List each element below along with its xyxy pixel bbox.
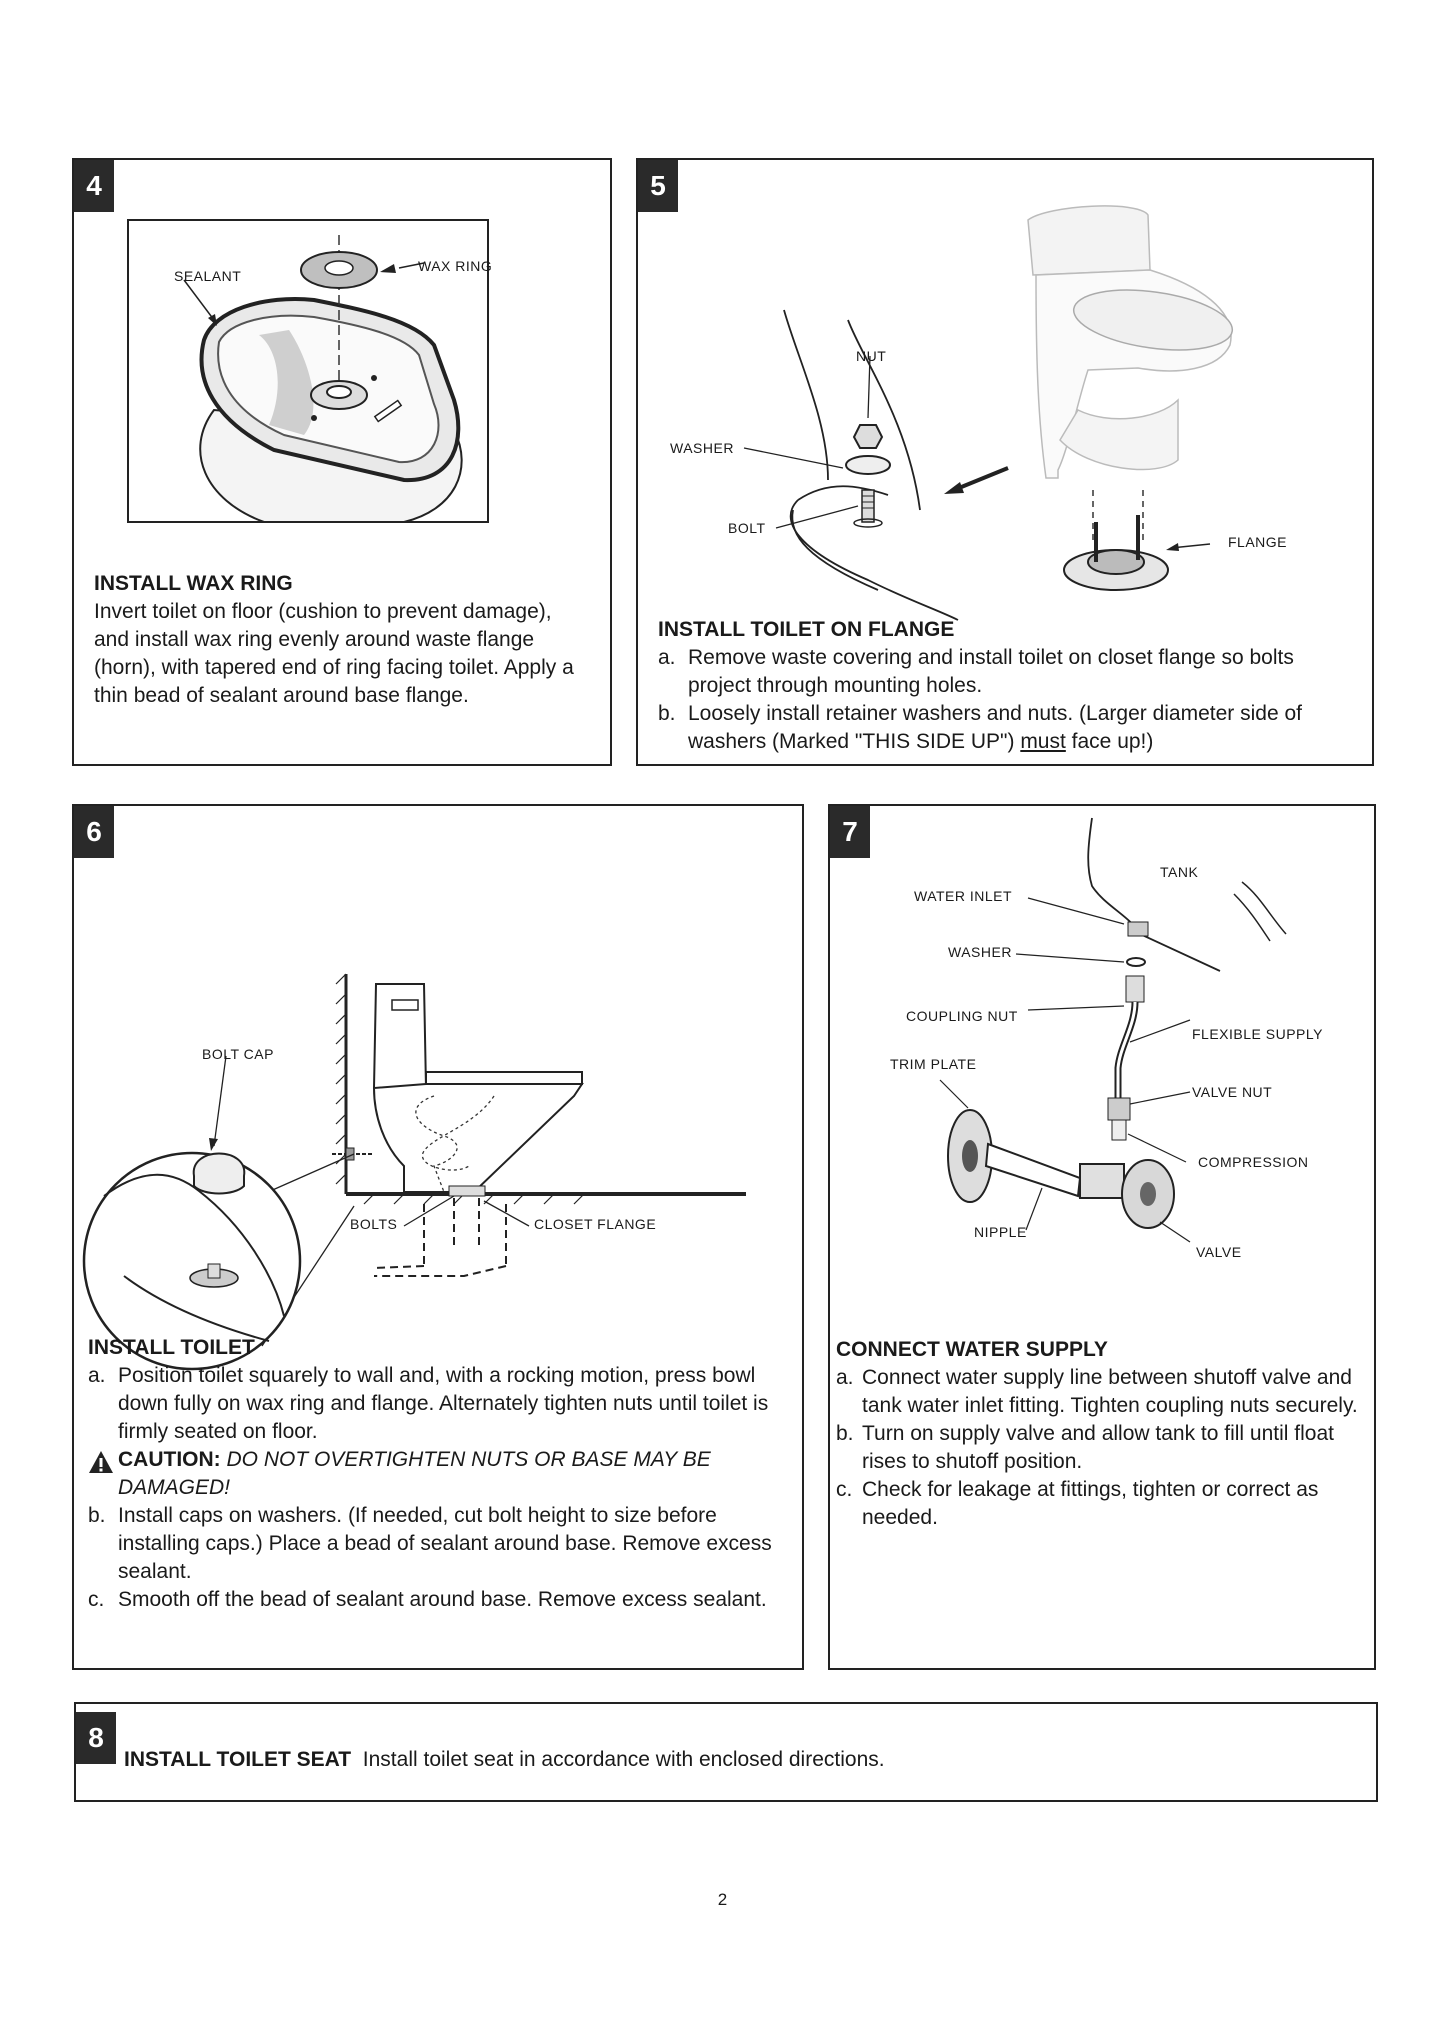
label-water-inlet: WATER INLET <box>914 888 1013 904</box>
panel-step-6: 6 <box>72 804 804 1670</box>
page-number: 2 <box>717 1890 728 1909</box>
step-list: a. Position toilet squarely to wall and,… <box>88 1362 788 1614</box>
step-item: a. Position toilet squarely to wall and,… <box>88 1362 788 1446</box>
label-valve-nut: VALVE NUT <box>1192 1084 1273 1100</box>
step-number: 4 <box>74 160 114 212</box>
step-label: c. <box>88 1588 105 1611</box>
caution-note: CAUTION: DO NOT OVERTIGHTEN NUTS OR BASE… <box>88 1446 788 1502</box>
label-sealant: SEALANT <box>174 268 242 284</box>
step-heading: INSTALL WAX RING <box>94 572 293 595</box>
step-heading: INSTALL TOILET ON FLANGE <box>658 618 955 641</box>
panel-step-7: 7 TANK WATER INLET WASHER COUPLING NUT <box>828 804 1376 1670</box>
flange-install-illustration <box>743 205 1234 621</box>
step-text: Install caps on washers. (If needed, cut… <box>118 1504 772 1583</box>
step-number: 6 <box>74 806 114 858</box>
step-item: c. Check for leakage at fittings, tighte… <box>836 1476 1370 1532</box>
step-text: Turn on supply valve and allow tank to f… <box>862 1422 1334 1473</box>
label-flange: FLANGE <box>1228 534 1288 550</box>
step-body: INSTALL TOILET SEAT Install toilet seat … <box>124 1746 1324 1774</box>
label-bolt: BOLT <box>728 520 766 536</box>
label-trim-plate: TRIM PLATE <box>890 1056 977 1072</box>
step-label: b. <box>658 702 676 725</box>
step-label: a. <box>658 646 676 669</box>
step-number: 7 <box>830 806 870 858</box>
step-body: Invert toilet on floor (cushion to preve… <box>94 600 574 707</box>
step-label: b. <box>836 1422 854 1445</box>
step-label: c. <box>836 1478 853 1501</box>
panel-step-8: 8 INSTALL TOILET SEAT Install toilet sea… <box>74 1702 1378 1802</box>
step-label: b. <box>88 1504 106 1527</box>
step-list: a. Remove waste covering and install toi… <box>658 644 1358 756</box>
label-compression: COMPRESSION <box>1198 1154 1309 1170</box>
panel-step-5: 5 NUT WASHER <box>636 158 1374 766</box>
step-label: a. <box>88 1364 106 1387</box>
step-list: a. Connect water supply line between shu… <box>836 1364 1370 1532</box>
label-flexible-supply: FLEXIBLE SUPPLY <box>1192 1026 1323 1042</box>
label-nipple: NIPPLE <box>974 1224 1027 1240</box>
step-item: a. Connect water supply line between shu… <box>836 1364 1370 1420</box>
step-text: Position toilet squarely to wall and, wi… <box>118 1364 769 1443</box>
step-item: a. Remove waste covering and install toi… <box>658 644 1358 700</box>
step-text: Smooth off the bead of sealant around ba… <box>118 1588 767 1611</box>
step-text: Check for leakage at fittings, tighten o… <box>862 1478 1319 1529</box>
caution-label: CAUTION: <box>118 1448 221 1471</box>
underlined-emphasis: must <box>1020 730 1066 753</box>
step-text: Remove waste covering and install toilet… <box>688 646 1294 697</box>
caution-text: DO NOT OVERTIGHTEN NUTS OR BASE MAY BE D… <box>118 1448 711 1499</box>
label-wax-ring: WAX RING <box>418 258 493 274</box>
water-supply-illustration <box>939 817 1287 1243</box>
step-item: b. Install caps on washers. (If needed, … <box>88 1502 788 1586</box>
label-tank: TANK <box>1160 864 1199 880</box>
step-item: b. Loosely install retainer washers and … <box>658 700 1358 756</box>
step-heading: CONNECT WATER SUPPLY <box>836 1338 1108 1361</box>
step-item: b. Turn on supply valve and allow tank t… <box>836 1420 1370 1476</box>
label-washer: WASHER <box>670 440 734 456</box>
label-nut: NUT <box>856 348 887 364</box>
label-closet-flange: CLOSET FLANGE <box>534 1216 657 1232</box>
step-text: face up!) <box>1065 730 1154 753</box>
step-number: 5 <box>638 160 678 212</box>
step-text: Connect water supply line between shutof… <box>862 1366 1358 1417</box>
label-washer: WASHER <box>948 944 1012 960</box>
wax-ring-illustration <box>127 219 489 523</box>
step-text: Install toilet seat in accordance with e… <box>362 1748 885 1771</box>
step-label: a. <box>836 1366 854 1389</box>
step-heading: INSTALL TOILET SEAT <box>124 1748 352 1771</box>
step-number: 8 <box>76 1712 116 1764</box>
toilet-install-illustration <box>82 973 746 1371</box>
warning-icon <box>89 1451 113 1473</box>
label-coupling-nut: COUPLING NUT <box>906 1008 1018 1024</box>
label-bolts: BOLTS <box>350 1216 398 1232</box>
panel-step-4: 4 SEALANT WAX RING INSTALL WAX RING Inve… <box>72 158 612 766</box>
step-text: Loosely install retainer washers and nut… <box>688 702 1302 753</box>
step-heading: INSTALL TOILET <box>88 1336 255 1359</box>
step-item: c. Smooth off the bead of sealant around… <box>88 1586 788 1614</box>
label-bolt-cap: BOLT CAP <box>202 1046 274 1062</box>
label-valve: VALVE <box>1196 1244 1242 1260</box>
